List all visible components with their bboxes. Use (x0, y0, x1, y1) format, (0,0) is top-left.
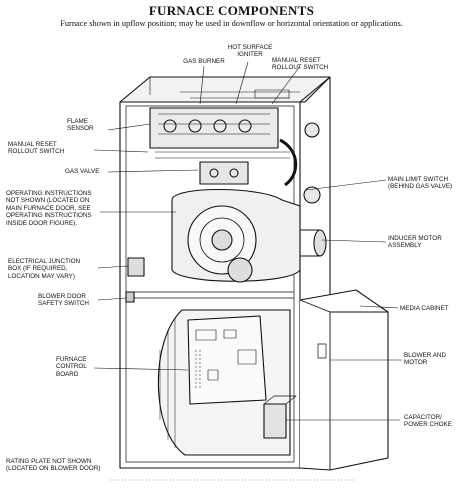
junction-box (127, 257, 145, 277)
label-flame-sensor: FLAME SENSOR (67, 118, 94, 133)
label-electrical-junction-box: ELECTRICAL JUNCTION BOX (IF REQUIRED, LO… (8, 258, 81, 280)
label-media-cabinet: MEDIA CABINET (400, 305, 449, 312)
label-manual-reset-rollout-top: MANUAL RESET ROLLOUT SWITCH (272, 57, 329, 72)
capacitor (263, 403, 287, 439)
diagram-title: FURNACE COMPONENTS (148, 3, 315, 18)
label-operating-instructions: OPERATING INSTRUCTIONS NOT SHOWN (LOCATE… (6, 190, 92, 227)
label-blower-and-motor: BLOWER AND MOTOR (404, 352, 446, 367)
label-gas-valve: GAS VALVE (65, 168, 100, 175)
media-cabinet (299, 289, 389, 471)
label-hot-surface-igniter: HOT SURFACE IGNITER (227, 44, 273, 59)
label-inducer-motor-assembly: INDUCER MOTOR ASSEMBLY (388, 235, 442, 250)
label-capacitor-power-choke: CAPACITOR/ POWER CHOKE (404, 414, 452, 429)
label-rating-plate: RATING PLATE NOT SHOWN (LOCATED ON BLOWE… (6, 458, 101, 473)
gas-valve (199, 161, 249, 185)
diagram-subtitle: Furnace shown in upflow position; may be… (60, 19, 403, 28)
label-gas-burner: GAS BURNER (183, 58, 225, 65)
label-main-limit-switch: MAIN LIMIT SWITCH (BEHIND GAS VALVE) (388, 176, 453, 191)
label-manual-reset-rollout-left: MANUAL RESET ROLLOUT SWITCH (8, 141, 65, 156)
label-furnace-control-board: FURNACE CONTROL BOARD (56, 356, 87, 378)
control-board (187, 315, 267, 405)
label-blower-door-safety-switch: BLOWER DOOR SAFETY SWITCH (38, 293, 89, 308)
